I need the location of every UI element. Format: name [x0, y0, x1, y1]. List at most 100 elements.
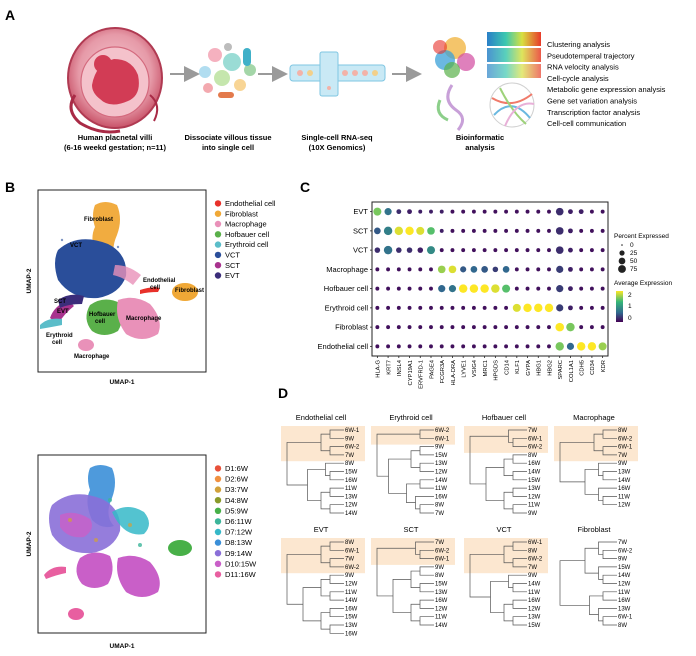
- dotplot-dot: [547, 209, 551, 214]
- dotplot-dot: [396, 305, 401, 310]
- legend-swatch: [214, 560, 222, 567]
- legend-swatch: [214, 272, 222, 279]
- dendrogram-branch: [419, 599, 434, 609]
- dotplot-dot: [589, 305, 594, 310]
- dendrogram-leaf-label: 12W: [435, 606, 448, 612]
- dotplot-dot: [396, 209, 402, 215]
- dotplot-row-label: VCT: [353, 246, 368, 255]
- dotplot-dot: [514, 325, 519, 330]
- dotplot-dot: [502, 284, 511, 293]
- celltype-legend: Endothelial cellFibroblastMacrophageHofb…: [214, 199, 276, 280]
- legend-swatch: [214, 507, 222, 514]
- cluster-label-fibroblast: Fibroblast: [84, 217, 113, 223]
- dotplot-gene-label: GYPA: [526, 360, 532, 376]
- dotplot-dot: [547, 228, 551, 233]
- dendrogram-leaf-label: 16W: [528, 598, 541, 604]
- dotplot-dot: [556, 285, 564, 293]
- dendrogram-branch: [307, 469, 326, 501]
- dotplot-dot: [429, 267, 433, 272]
- dendrogram-title: SCT: [404, 525, 419, 534]
- dendrogram-leaf-label: 6W-1: [528, 540, 543, 546]
- dotplot-dot: [482, 228, 487, 233]
- dotplot-dot: [525, 248, 530, 253]
- dotplot-dot: [407, 286, 412, 291]
- dendrogram-leaf-label: 6W-1: [618, 445, 633, 451]
- dotplot-dot: [448, 265, 457, 274]
- dotplot-dot: [589, 325, 594, 330]
- dotplot-dot: [514, 267, 519, 272]
- dotplot-dot: [525, 267, 530, 272]
- dendrogram-title: Macrophage: [573, 413, 615, 422]
- dotplot-dot: [576, 342, 586, 351]
- legend-label: D5:9W: [225, 506, 249, 515]
- dotplot-dot: [482, 325, 487, 330]
- dotplot-gene-label: MRC1: [483, 360, 489, 376]
- dendrogram-leaf-label: 8W: [435, 573, 444, 579]
- dendrogram-leaf-label: 11W: [528, 503, 540, 509]
- dotplot-gene-label: HLA-G: [376, 360, 382, 378]
- early-cluster-highlight: [281, 538, 365, 574]
- dendrogram-branch: [485, 467, 504, 501]
- dotplot-dot: [556, 304, 564, 312]
- dotplot-dot: [461, 228, 466, 233]
- dotplot-dot: [461, 209, 466, 214]
- dotplot-dot: [439, 305, 444, 310]
- analysis-item: Pseudotemperal trajectory: [547, 51, 635, 60]
- dendrogram-leaf-label: 6W-1: [618, 615, 633, 621]
- dotplot-row-label: Macrophage: [326, 265, 368, 274]
- dotplot-dot: [471, 209, 476, 214]
- legend-label: D2:6W: [225, 475, 249, 484]
- dotplot-gene-label: CD34: [590, 359, 596, 375]
- dotplot-dot: [480, 284, 489, 293]
- dendrogram-branch: [512, 454, 527, 464]
- dendrogram-branch: [503, 458, 513, 476]
- workflow-captions: Human placnetal villi (6-16 weekd gestat…: [64, 133, 504, 152]
- dendrogram-leaf-label: 14W: [345, 511, 358, 517]
- umap1-ylabel: UMAP-2: [26, 268, 33, 293]
- dendrogram-leaf-label: 7W: [435, 540, 444, 546]
- dotplot-gene-label: PAGE4: [429, 359, 435, 379]
- dotplot-dot: [504, 228, 509, 233]
- microfluidics-illustration: [289, 51, 386, 97]
- umap-celltype-plot: [37, 189, 207, 373]
- step4-caption-line1: Bioinformatic: [456, 133, 504, 142]
- dendrogram-leaf-label: 8W: [618, 428, 627, 434]
- dendrogram-leaf-label: 6W-1: [345, 428, 360, 434]
- dotplot-dot: [396, 344, 401, 349]
- dotplot-dot: [525, 228, 530, 233]
- dendrogram-branch: [589, 595, 603, 615]
- dotplot-dot: [471, 228, 476, 233]
- dotplot-dot: [482, 344, 487, 349]
- dotplot-dot: [429, 344, 433, 349]
- dendrogram-leaf-label: 9W: [528, 573, 537, 579]
- dotplot-dot: [418, 325, 423, 330]
- step4-caption-line2: analysis: [465, 143, 495, 152]
- dotplot-dot: [600, 305, 605, 310]
- dendrogram-root: [469, 435, 509, 485]
- analysis-item: Cell-cell communication: [547, 119, 626, 128]
- size-legend-title: Percent Expressed: [614, 233, 669, 240]
- dotplot-dot: [600, 209, 605, 214]
- dendrogram-leaf-label: 13W: [528, 615, 541, 621]
- legend-swatch: [214, 571, 222, 578]
- dotplot-dot: [416, 226, 425, 235]
- legend-label: D10:15W: [225, 559, 257, 568]
- legend-label: Erythroid cell: [225, 240, 269, 249]
- early-cluster-highlight: [371, 426, 455, 445]
- bioinformatic-illustration: [433, 32, 541, 131]
- legend-label: D3:7W: [225, 485, 249, 494]
- dendrogram-leaf-label: 11W: [435, 615, 447, 621]
- dendrogram-branch: [508, 574, 527, 588]
- dotplot-dot: [544, 303, 554, 313]
- dotplot-dot: [536, 344, 541, 349]
- dotplot-dot: [439, 209, 444, 214]
- dendrogram-branch: [602, 574, 617, 584]
- dotplot-dot: [536, 267, 541, 272]
- dotplot-dot: [418, 286, 423, 291]
- dotplot-dot: [437, 265, 446, 274]
- dendrogram-leaf-label: 11W: [345, 486, 357, 492]
- dotplot-dot: [386, 344, 391, 349]
